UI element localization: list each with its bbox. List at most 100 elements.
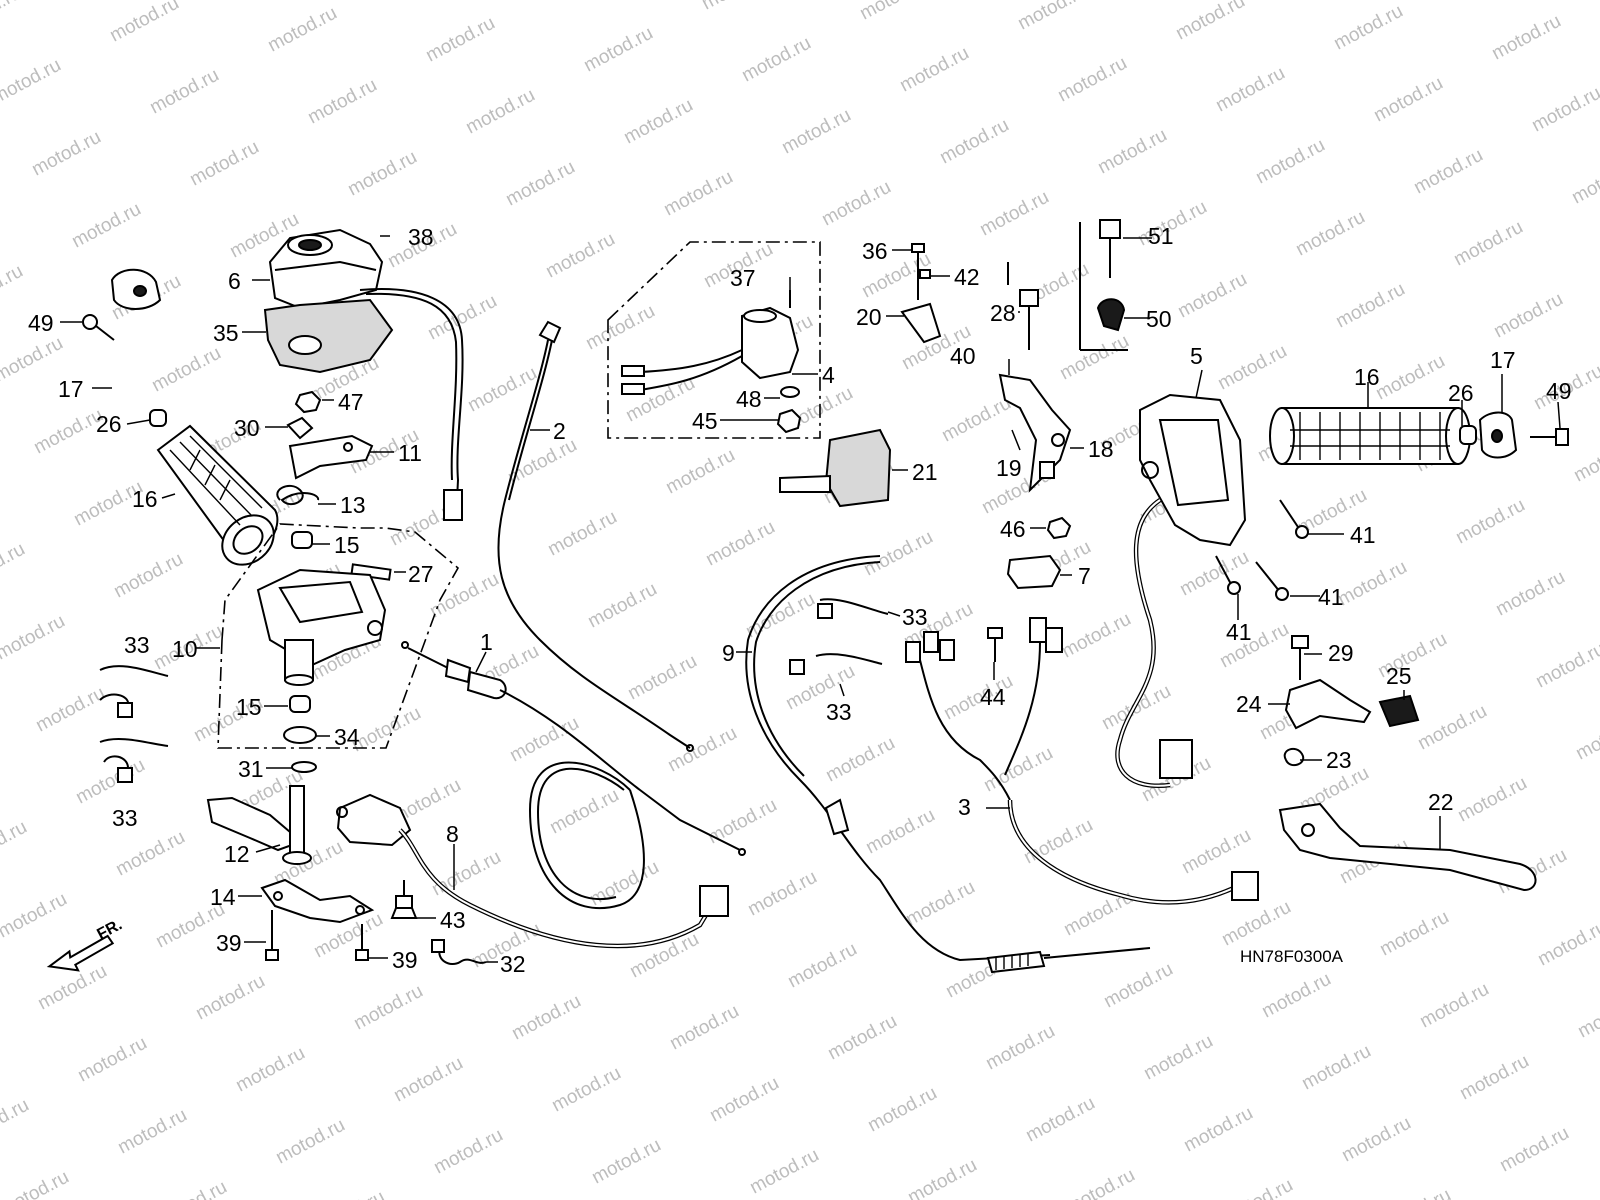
collar-26-right (1459, 425, 1477, 445)
bolt-49-left (82, 314, 115, 341)
callout-43: 43 (440, 907, 466, 933)
watermark-text: motod.ru (1490, 289, 1566, 343)
callout-6: 6 (228, 268, 241, 294)
callout-33-left-lower: 33 (112, 805, 138, 831)
watermark-text: motod.ru (1456, 1051, 1532, 1105)
washer-31 (291, 761, 317, 773)
screw-41-a (1279, 499, 1309, 539)
watermark-text: motod.ru (624, 651, 700, 705)
watermark-text: motod.ru (0, 889, 71, 943)
watermark-text: motod.ru (548, 1063, 624, 1117)
callout-4: 4 (822, 362, 835, 388)
watermark-text: motod.ru (738, 33, 814, 87)
watermark-text: motod.ru (1140, 1031, 1216, 1085)
callout-31: 31 (238, 756, 264, 782)
cable-1 (401, 641, 746, 856)
bracket-20 (900, 243, 942, 344)
watermark-text: motod.ru (154, 1177, 230, 1200)
screw-41-c (1255, 561, 1289, 601)
callout-25: 25 (1386, 663, 1412, 689)
callout-12: 12 (224, 841, 250, 867)
clamp-33-lower-left (99, 738, 169, 783)
watermark-text: motod.ru (430, 1125, 506, 1179)
callout-45: 45 (692, 408, 718, 434)
callout-41-c: 41 (1226, 619, 1252, 645)
watermark-text: motod.ru (862, 805, 938, 859)
watermark-text: motod.ru (32, 683, 108, 737)
watermark-text: motod.ru (1450, 217, 1526, 271)
watermark-text: motod.ru (698, 0, 774, 14)
switch-8-connector (699, 885, 729, 917)
cap-15-lower (289, 695, 311, 713)
switch-housing-5-connector (1159, 739, 1193, 779)
watermark-text: motod.ru (1488, 11, 1564, 65)
callout-20: 20 (856, 304, 882, 330)
callout-39-left: 39 (216, 930, 242, 956)
harness-3 (905, 617, 1259, 905)
callout-21: 21 (912, 459, 938, 485)
watermark-text: motod.ru (390, 1053, 466, 1107)
callout-41-b: 41 (1318, 584, 1344, 610)
watermark-text: motod.ru (272, 1115, 348, 1169)
watermark-text: motod.ru (818, 177, 894, 231)
watermark-text: motod.ru (1376, 907, 1452, 961)
watermark-text: motod.ru (1330, 1, 1406, 55)
callout-50: 50 (1146, 306, 1172, 332)
cover-21 (779, 428, 892, 508)
watermark-text: motod.ru (1410, 145, 1486, 199)
screw-41-b (1215, 555, 1241, 595)
watermark-text: motod.ru (1258, 969, 1334, 1023)
screw-39-left (265, 910, 279, 961)
screw-43 (390, 880, 418, 919)
callout-49-left: 49 (28, 310, 54, 336)
watermark-text: motod.ru (1022, 1093, 1098, 1147)
callout-42: 42 (954, 264, 980, 290)
watermark-text: motod.ru (28, 127, 104, 181)
watermark-text: motod.ru (1298, 1041, 1374, 1095)
watermark-text: motod.ru (938, 393, 1014, 447)
callout-48: 48 (736, 386, 762, 412)
throttle-subassembly-boundary (217, 523, 460, 749)
callout-47: 47 (338, 389, 364, 415)
watermark-text: motod.ru (1338, 1113, 1414, 1167)
watermark-text: motod.ru (1056, 331, 1132, 385)
watermark-text: motod.ru (864, 1083, 940, 1137)
watermark-text: motod.ru (744, 867, 820, 921)
watermark-text: motod.ru (304, 75, 380, 129)
callout-labels: 38 6 35 49 17 26 16 47 30 11 13 15 27 10… (28, 223, 1572, 977)
callout-18: 18 (1088, 436, 1114, 462)
callout-26-left: 26 (96, 411, 122, 437)
callout-26-right: 26 (1448, 380, 1474, 406)
watermark-text: motod.ru (1178, 825, 1254, 879)
watermark-text: motod.ru (506, 713, 582, 767)
watermark-text: motod.ru (1098, 681, 1174, 735)
watermark-text: motod.ru (312, 1187, 388, 1200)
throttle-housing-lower (263, 298, 394, 374)
grip-left (156, 424, 279, 566)
callout-34: 34 (334, 724, 360, 750)
callout-29: 29 (1328, 640, 1354, 666)
callout-16-right: 16 (1354, 364, 1380, 390)
bracket-14 (260, 878, 375, 924)
callout-30: 30 (234, 415, 260, 441)
watermark-text: motod.ru (1532, 639, 1600, 693)
watermark-text: motod.ru (1572, 711, 1600, 765)
watermark-text: motod.ru (0, 539, 29, 593)
spring-13 (276, 484, 320, 506)
screw-29 (1291, 635, 1309, 680)
watermark-text: motod.ru (146, 65, 222, 119)
callout-3: 3 (958, 794, 971, 820)
watermark-text: motod.ru (1454, 773, 1530, 827)
callout-49-right: 49 (1546, 378, 1572, 404)
watermark-text: motod.ru (462, 85, 538, 139)
watermark-text: motod.ru (1534, 917, 1600, 971)
clip-50 (1096, 298, 1126, 332)
watermark-text: motod.ru (540, 0, 616, 4)
callout-44: 44 (980, 684, 1006, 710)
watermark-text: motod.ru (106, 0, 182, 46)
watermark-text: motod.ru (508, 991, 584, 1045)
front-label: FR. (94, 916, 125, 943)
watermark-text: motod.ru (1176, 547, 1252, 601)
watermark-text: motod.ru (0, 1167, 73, 1200)
watermark-text: motod.ru (936, 115, 1012, 169)
